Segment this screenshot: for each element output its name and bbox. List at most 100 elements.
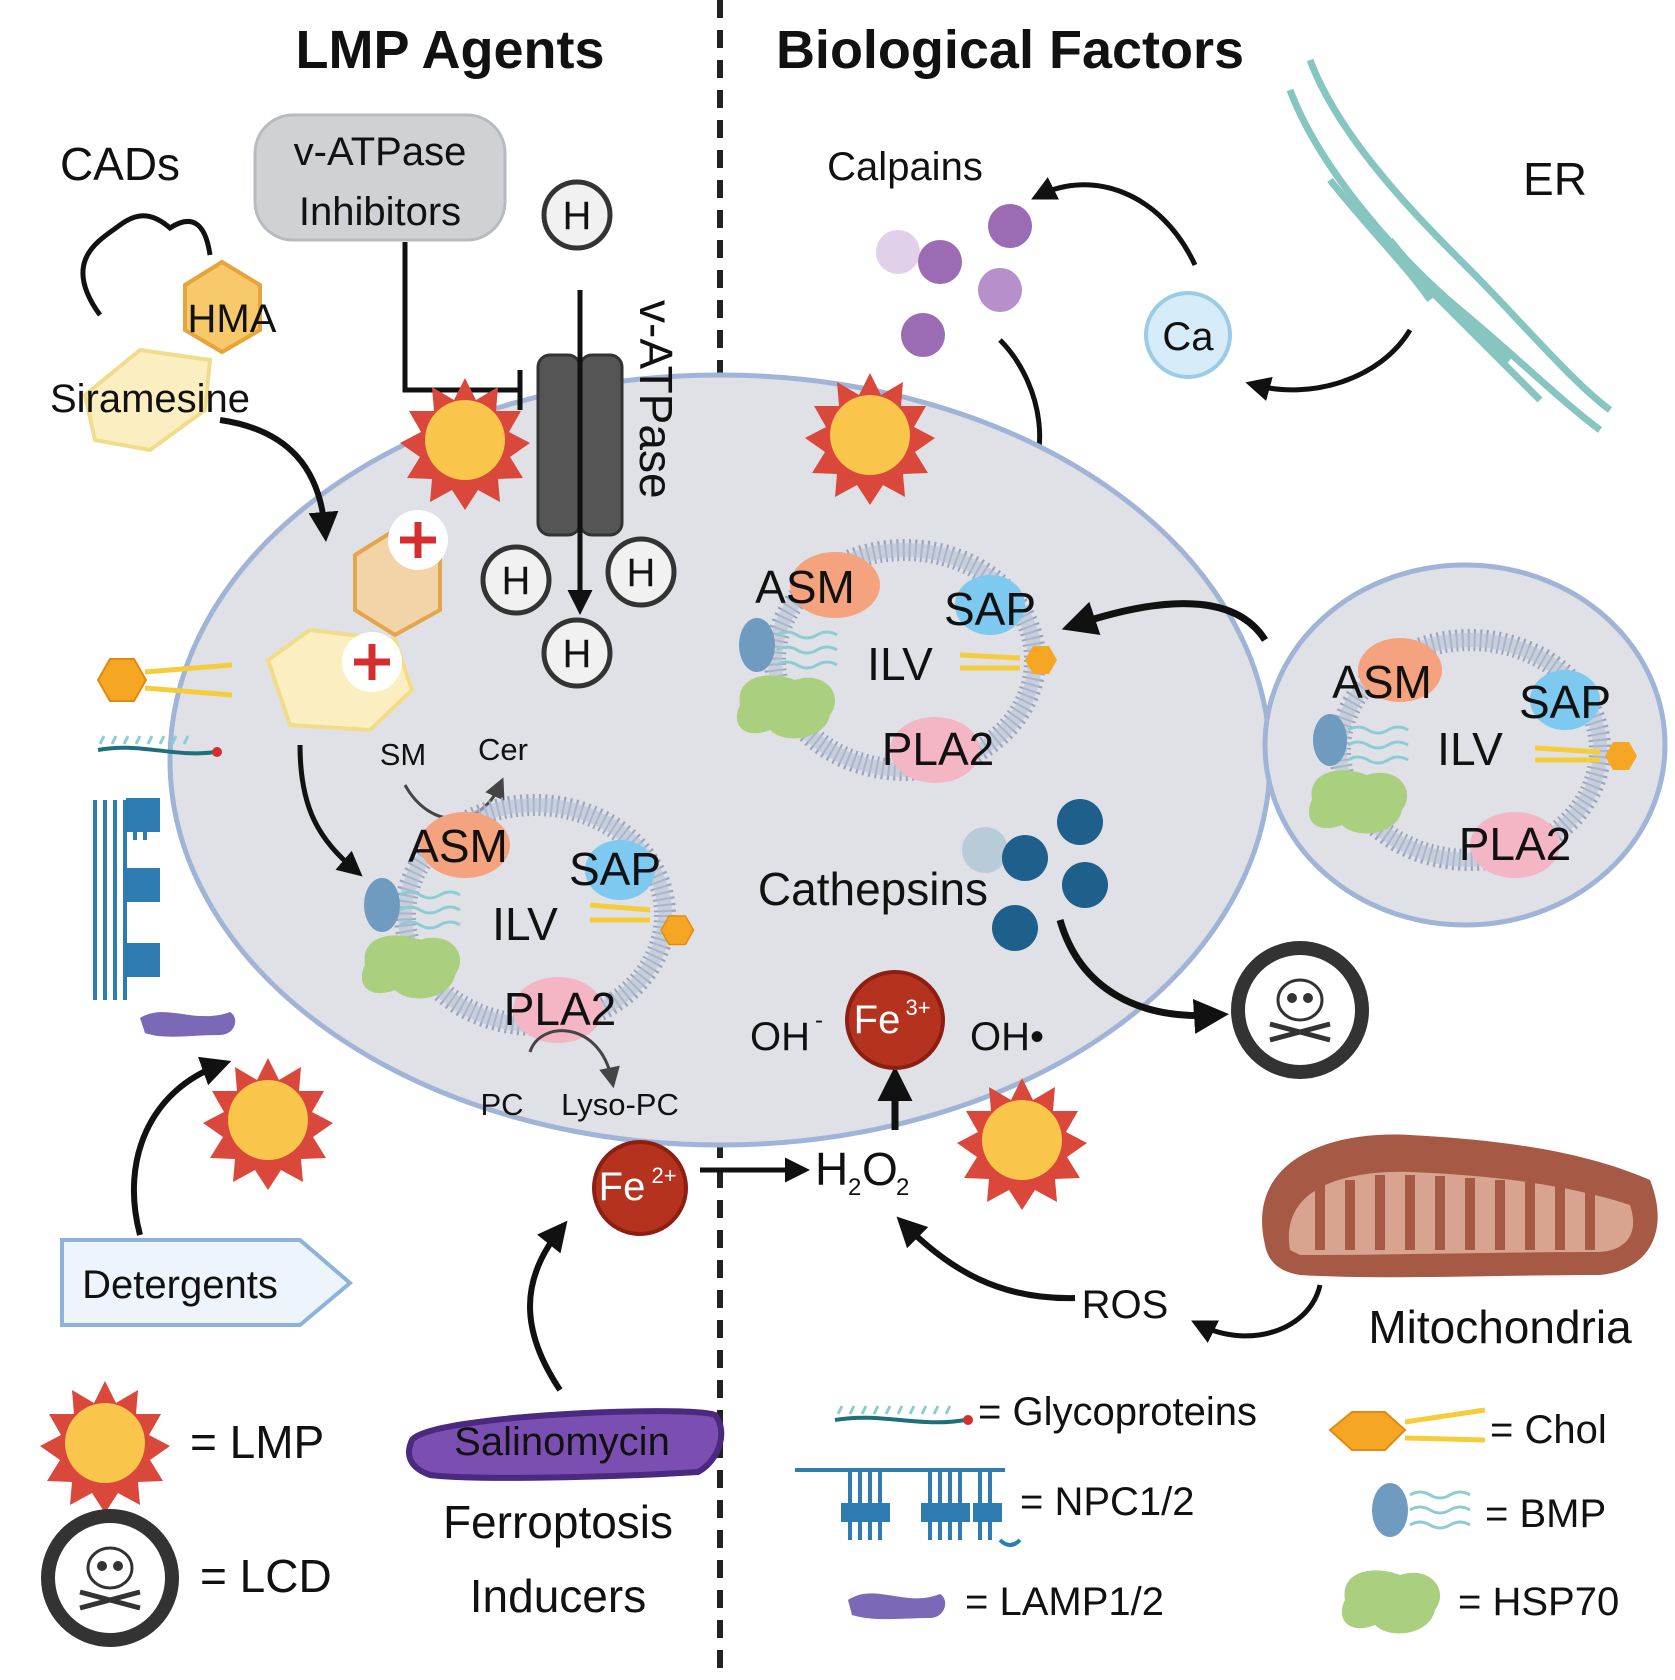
proton-icon-4: H [541, 617, 613, 689]
cer-label: Cer [478, 732, 528, 767]
ros-label: ROS [1082, 1283, 1169, 1327]
svg-text:H: H [563, 194, 592, 238]
asm-label-external: ASM [1332, 656, 1432, 708]
ilv-label-right: ILV [867, 638, 933, 690]
pla2-label-external: PLA2 [1459, 818, 1572, 870]
er-icon [1286, 58, 1613, 433]
salinomycin-label: Salinomycin [454, 1420, 670, 1464]
calpains-icon [876, 204, 1032, 357]
to-ilv-arrow [297, 744, 363, 877]
npc-icon-left [93, 798, 160, 1000]
positive-charge-icon [400, 522, 436, 558]
sap-icon-left [585, 840, 655, 900]
oh-radical-label: OH• [970, 1015, 1044, 1059]
pla2-label-left: PLA2 [504, 983, 617, 1035]
salinomycin-icon [406, 1408, 725, 1481]
oh-minus-charge: - [815, 1007, 823, 1034]
cad-chain-icon [80, 213, 213, 317]
cads-label: CADs [60, 138, 180, 190]
proton-icon-2: H [480, 544, 552, 616]
asm-icon-left [420, 812, 510, 878]
h2o2-sub1: 2 [848, 1174, 861, 1201]
salinomycin-arrow [527, 1220, 568, 1392]
hma-label: HMA [188, 297, 277, 341]
vesicle-to-lysosome-arrow [1061, 600, 1268, 642]
lysosome [167, 372, 1273, 1148]
vatpase-inhibitors-label-2: Inhibitors [299, 190, 461, 234]
asm-label-left: ASM [408, 820, 508, 872]
legend-chol-icon [1328, 1407, 1486, 1451]
hsp70-icon-left [361, 935, 461, 999]
oh-minus-label: OH [750, 1015, 810, 1059]
svg-text:H: H [502, 559, 531, 603]
ilv-label-left: ILV [492, 898, 558, 950]
vatpase-subunit-1 [536, 353, 582, 537]
calcium-label: Ca [1162, 315, 1214, 359]
mitochondria-to-ros-arrow [1191, 1284, 1323, 1343]
h2o2-h: H [815, 1143, 848, 1195]
svg-text:H: H [627, 551, 656, 595]
mitochondria-label: Mitochondria [1368, 1301, 1632, 1353]
sap-label-right: SAP [944, 583, 1036, 635]
ca-to-calpains-arrow [1031, 177, 1198, 267]
legend-lcd-label: = LCD [200, 1550, 332, 1602]
legend-chol-label: = Chol [1490, 1408, 1607, 1452]
glycoprotein-icon-left [97, 735, 222, 757]
cathepsins-label: Cathepsins [758, 863, 988, 915]
legend-hsp70-icon [1341, 1570, 1441, 1634]
legend-lamp-label: = LAMP1/2 [965, 1580, 1164, 1624]
fe3-charge: 3+ [905, 995, 930, 1020]
er-label: ER [1523, 153, 1587, 205]
legend-npc-icon [795, 1468, 1022, 1547]
fe3-label: Fe [854, 998, 901, 1042]
fe3-icon [845, 970, 945, 1070]
pc-to-lysopc-arrow [528, 1029, 620, 1089]
proton-icon-3: H [605, 536, 677, 608]
ilv-left: ASM SAP ILV PLA2 [361, 805, 695, 1043]
hma-hexagon-icon [183, 259, 262, 355]
fe2-icon [592, 1140, 688, 1236]
pla2-icon-left [513, 977, 603, 1043]
pc-label: PC [480, 1087, 523, 1122]
ilv-external: ASM SAP ILV PLA2 [1308, 638, 1637, 878]
sm-label: SM [380, 737, 427, 772]
asm-label-right: ASM [755, 561, 855, 613]
lyso-pc-label: Lyso-PC [561, 1087, 679, 1122]
mitochondria-icon [1262, 1134, 1658, 1278]
legend-lamp-icon [848, 1593, 946, 1620]
legend-lmp-icon [40, 1381, 170, 1513]
h2o2-sub2: 2 [896, 1174, 909, 1201]
positive-charge-icon-2 [354, 644, 390, 680]
lcd-skull-icon [1238, 948, 1362, 1072]
siramesine-entry-arrow [219, 417, 339, 542]
ferroptosis-label-2: Inducers [470, 1570, 646, 1622]
lmp-star-icon-3 [203, 1058, 333, 1190]
h2o2-o: O [862, 1143, 898, 1195]
vatpase-subunit-2 [578, 353, 624, 537]
cathepsins-to-lcd-arrow [1056, 919, 1229, 1034]
vatpase-inhibitors-box [253, 113, 507, 242]
fe2-label: Fe [599, 1165, 646, 1209]
fe2-charge: 2+ [651, 1163, 676, 1188]
ilv-right: ASM SAP ILV PLA2 [736, 550, 1057, 783]
legend-bmp-label: = BMP [1485, 1492, 1606, 1536]
cathepsins-icon [962, 799, 1108, 951]
cholesterol-icon-left [97, 658, 233, 702]
detergents-arrow [130, 1056, 232, 1236]
bmp-icon-left [364, 878, 400, 932]
legend-lmp-label: = LMP [190, 1416, 324, 1468]
pla2-label-right: PLA2 [882, 723, 995, 775]
legend-glycoprotein-icon [834, 1405, 973, 1425]
inhibition-line [402, 242, 523, 410]
sap-label-left: SAP [569, 843, 661, 895]
ferroptosis-label-1: Ferroptosis [443, 1496, 673, 1548]
proton-icon-1: H [541, 179, 613, 251]
svg-text:H: H [563, 632, 592, 676]
ilv-label-external: ILV [1437, 723, 1503, 775]
detergents-label: Detergents [82, 1263, 278, 1307]
heading-lmp-agents: LMP Agents [295, 20, 604, 80]
er-to-ca-arrow [1245, 328, 1413, 401]
sap-label-external: SAP [1519, 676, 1611, 728]
